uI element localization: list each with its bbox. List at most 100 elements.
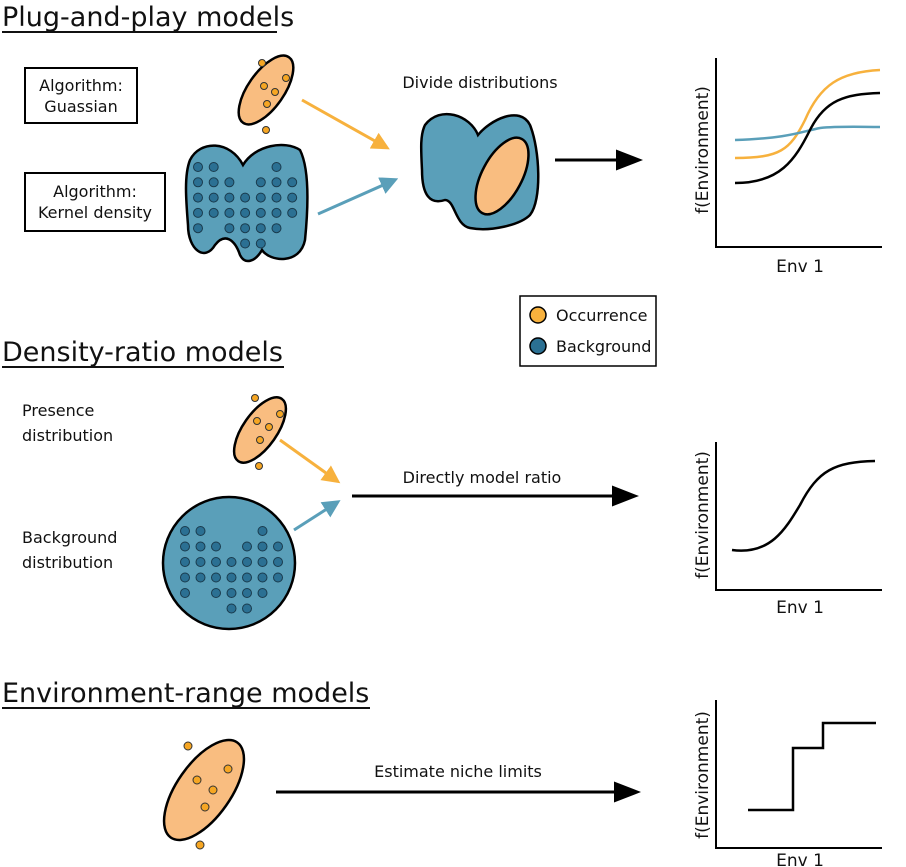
background-point [180, 572, 190, 583]
algorithm-gaussian-box [24, 67, 138, 124]
background-point [257, 557, 268, 567]
blue-arrow [317, 177, 399, 216]
section-title: Environment-range models [2, 678, 369, 709]
background-point [193, 223, 203, 234]
background-point [242, 541, 252, 552]
background-point [273, 541, 283, 552]
background-point [240, 207, 251, 218]
background-point [242, 572, 252, 583]
response-chart-3: f(Environment) Env 1 [693, 700, 882, 867]
background-point [224, 177, 235, 188]
y-axis-label: f(Environment) [693, 86, 713, 214]
background-point [180, 541, 190, 552]
presence-label: Presence [22, 401, 94, 420]
legend: Occurrence Background [519, 295, 657, 367]
step-label: Directly model ratio [403, 468, 562, 487]
background-point [208, 162, 219, 172]
background-point [224, 207, 235, 218]
section-title: Density-ratio models [2, 337, 283, 368]
background-point [193, 192, 203, 203]
background-point [271, 223, 282, 234]
background-point [193, 207, 203, 218]
presence-label: distribution [22, 426, 113, 445]
background-point [240, 192, 251, 203]
background-point [193, 162, 203, 172]
background-point [257, 541, 268, 552]
background-point [226, 572, 237, 583]
step-label: Estimate niche limits [374, 762, 542, 781]
background-point [211, 541, 221, 552]
background-point [226, 588, 237, 598]
section-title: Plug-and-play models [2, 2, 294, 33]
occurrence-swatch [529, 306, 547, 324]
background-point [287, 192, 298, 203]
ratio-curve [734, 91, 881, 185]
background-point [211, 572, 221, 583]
background-point [208, 192, 219, 203]
background-point [226, 603, 237, 614]
step-curve [748, 721, 876, 812]
box-text: Algorithm: [39, 76, 123, 95]
background-point [273, 572, 283, 583]
background-point [255, 192, 266, 203]
blue-arrow [293, 500, 341, 532]
background-point [224, 192, 235, 203]
background-point [195, 557, 206, 567]
occurrence-ellipse [162, 738, 246, 850]
section-density-ratio: Density-ratio models Presence distributi… [2, 337, 882, 631]
background-point [257, 526, 268, 536]
step-label: Divide distributions [402, 73, 557, 92]
background-swatch [529, 337, 547, 355]
occurrence-ellipse [232, 394, 288, 470]
x-axis-label: Env 1 [776, 257, 824, 277]
background-point [271, 192, 282, 203]
box-text: Kernel density [38, 203, 152, 222]
box-text: Guassian [44, 97, 117, 116]
background-curve [734, 125, 881, 142]
background-point [255, 238, 266, 249]
section-plug-and-play: Plug-and-play models Algorithm: Guassian… [2, 2, 882, 277]
background-point [240, 223, 251, 234]
response-chart-2: f(Environment) Env 1 [693, 442, 882, 618]
background-point [271, 162, 282, 172]
background-point [255, 223, 266, 234]
background-point [273, 557, 283, 567]
background-point [257, 588, 268, 598]
background-point [287, 177, 298, 188]
orange-arrow [301, 98, 390, 150]
background-circle [161, 495, 297, 631]
background-point [195, 526, 206, 536]
occurrence-curve [734, 68, 881, 160]
legend-label: Background [556, 337, 651, 356]
background-point [242, 603, 252, 614]
background-point [224, 223, 235, 234]
background-point [242, 557, 252, 567]
background-point [257, 572, 268, 583]
background-point [255, 177, 266, 188]
x-axis-label: Env 1 [776, 851, 824, 867]
algorithm-kernel-box [24, 172, 166, 232]
background-point [193, 177, 203, 188]
background-point [255, 207, 266, 218]
background-point [195, 541, 206, 552]
y-axis-label: f(Environment) [693, 451, 713, 579]
background-point [208, 177, 219, 188]
box-text: Algorithm: [53, 182, 137, 201]
background-point [208, 207, 219, 218]
response-chart-1: f(Environment) Env 1 [693, 58, 882, 277]
ratio-curve [731, 459, 876, 552]
background-point [242, 588, 252, 598]
y-axis-label: f(Environment) [693, 711, 713, 839]
orange-arrow [279, 438, 341, 484]
background-point [271, 177, 282, 188]
background-blob [184, 143, 309, 263]
background-point [226, 557, 237, 567]
background-point [211, 557, 221, 567]
occurrence-ellipse [237, 54, 295, 134]
background-point [180, 557, 190, 567]
background-point [240, 238, 251, 249]
background-point [211, 588, 221, 598]
background-point [180, 526, 190, 536]
background-label: Background [22, 528, 117, 547]
